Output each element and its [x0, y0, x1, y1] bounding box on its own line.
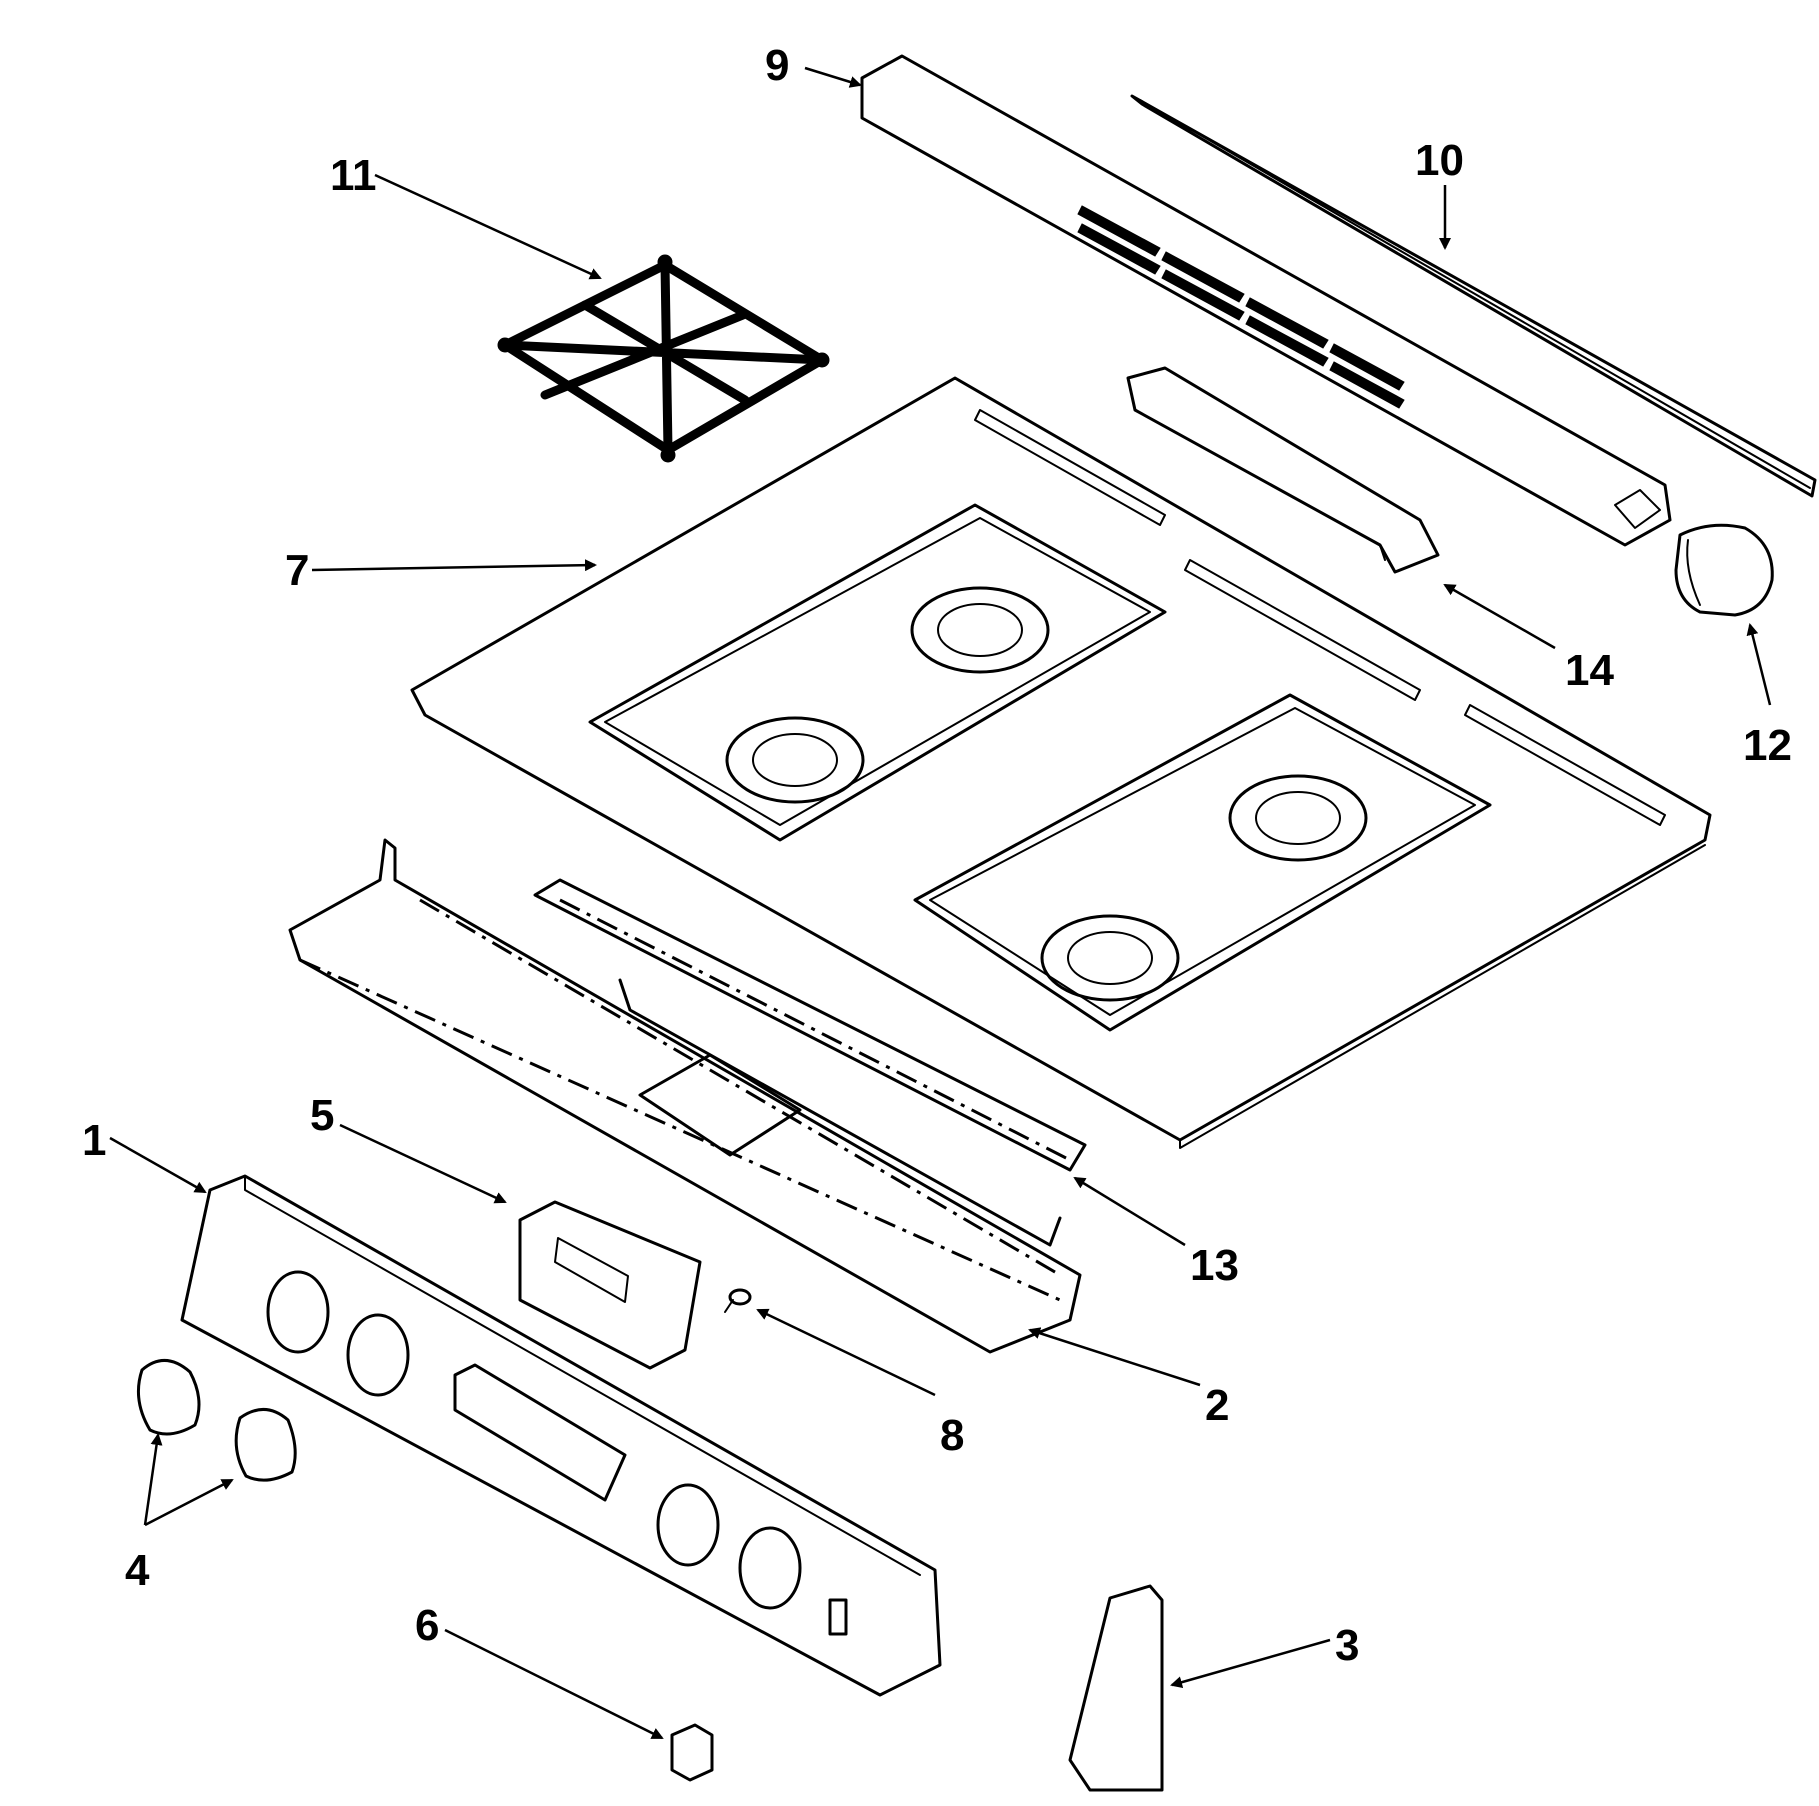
callout-7: 7	[285, 546, 309, 595]
callout-8: 8	[940, 1411, 964, 1460]
callout-14: 14	[1565, 646, 1614, 695]
callout-5: 5	[310, 1091, 334, 1140]
callout-12: 12	[1743, 721, 1792, 770]
callout-13: 13	[1190, 1241, 1239, 1290]
callout-1: 1	[82, 1116, 106, 1165]
callout-labels: 1 2 3 4 5 6 7 8 9 10 11 12 13 14	[82, 41, 1792, 1670]
side-trim-part-3	[1068, 1584, 1164, 1792]
vent-trim-part-9	[860, 54, 1672, 547]
callout-10: 10	[1415, 136, 1464, 185]
control-panel-switch-slot	[828, 1598, 848, 1636]
trim-strip-part-10	[1130, 94, 1817, 498]
leader-lines	[109, 66, 1772, 1740]
cooktop-part-7	[410, 376, 1712, 1149]
manifold-panel-part-2	[288, 838, 1082, 1354]
burner-left-front	[725, 716, 865, 804]
burner-right-rear	[1228, 774, 1368, 862]
burner-right-front	[1040, 914, 1180, 1002]
callout-11: 11	[330, 151, 377, 200]
callout-9: 9	[765, 41, 789, 90]
bracket-part-14	[1126, 366, 1440, 574]
burner-left-rear	[910, 586, 1050, 674]
callout-2: 2	[1205, 1381, 1229, 1430]
callout-6: 6	[415, 1601, 439, 1650]
end-cap-part-12	[1674, 523, 1774, 617]
callout-3: 3	[1335, 1621, 1359, 1670]
control-panel-part-1	[180, 1174, 942, 1697]
control-panel-knob-holes	[266, 1270, 802, 1610]
burner-grate-part-11	[497, 254, 830, 463]
manifold-part-13	[533, 878, 1087, 1172]
knob-part-4	[136, 1359, 297, 1482]
screw-part-8	[724, 1288, 752, 1313]
switch-part-6	[670, 1723, 714, 1782]
clock-part-5	[518, 1200, 702, 1370]
callout-4: 4	[125, 1546, 150, 1595]
control-panel-display-window	[453, 1363, 627, 1502]
